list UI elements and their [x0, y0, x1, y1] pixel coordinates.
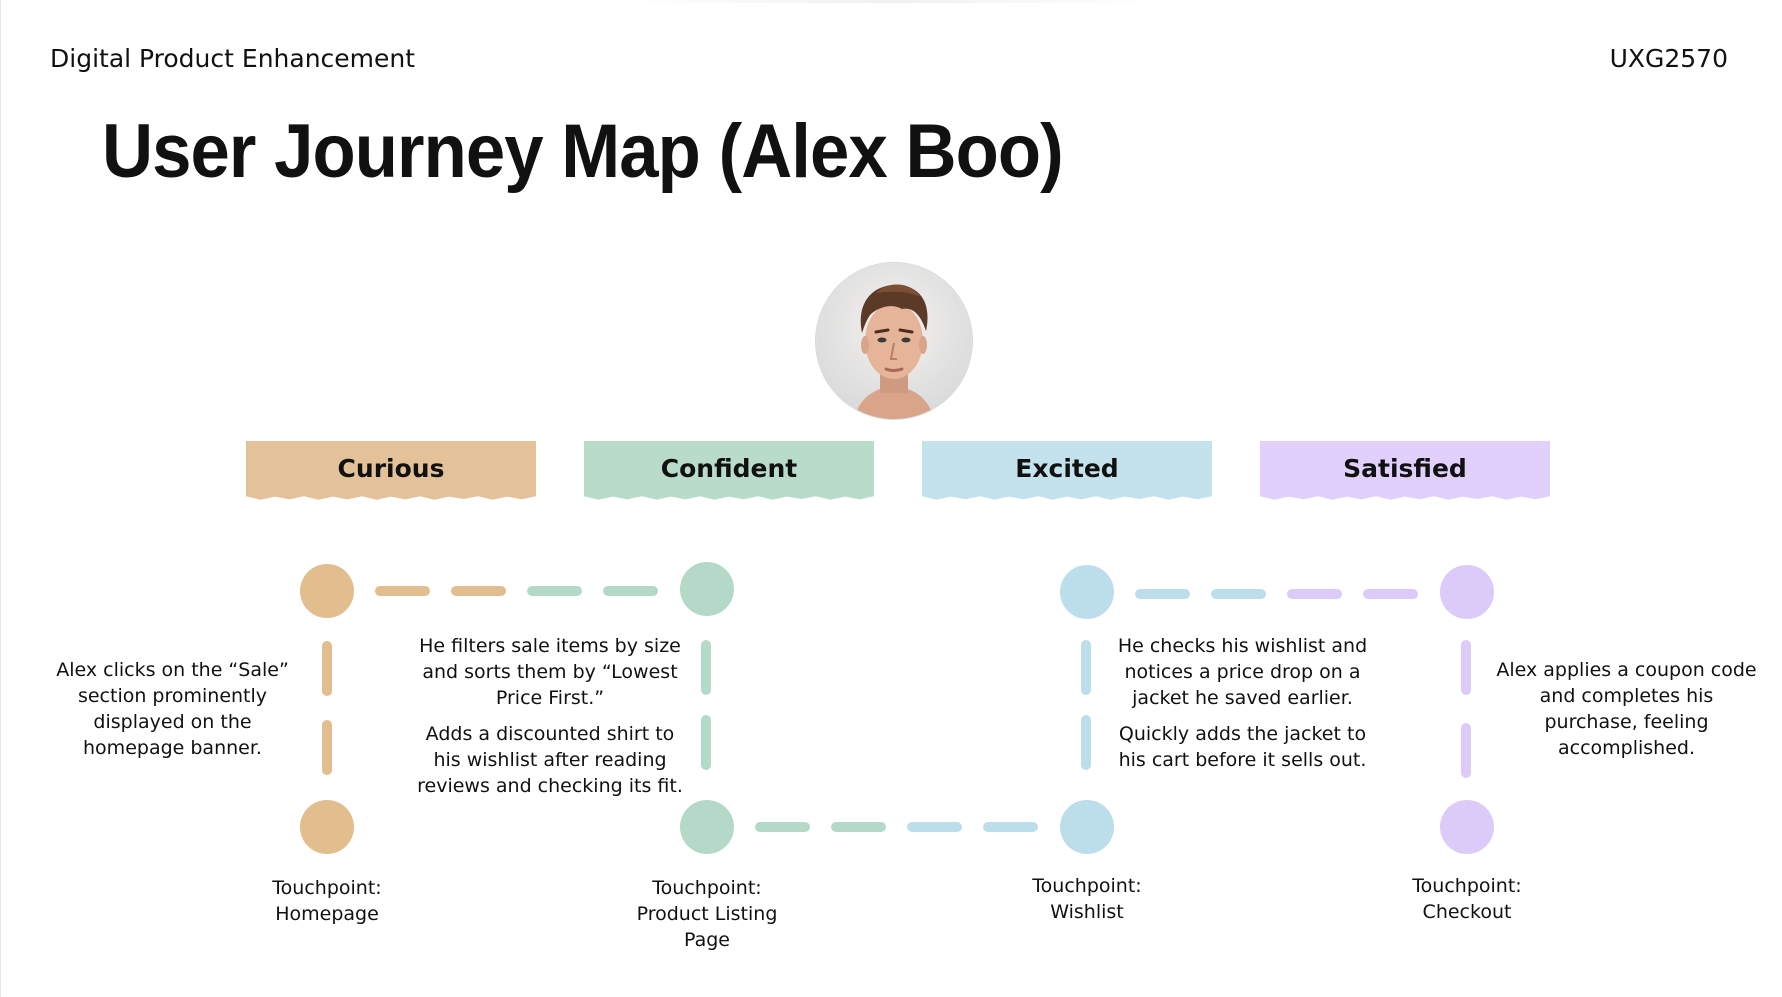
- touchpoint-line: Touchpoint:: [1412, 875, 1522, 897]
- journey-node-excited-top: [1060, 565, 1114, 619]
- journey-node-curious-bottom: [300, 800, 354, 854]
- course-name: Digital Product Enhancement: [50, 44, 416, 73]
- description-text: Alex applies a coupon code and completes…: [1496, 659, 1757, 759]
- touchpoint-homepage: Touchpoint: Homepage: [227, 875, 427, 927]
- touchpoint-line: Checkout: [1422, 901, 1512, 923]
- description-text: Quickly adds the jacket to his cart befo…: [1118, 723, 1367, 771]
- course-code: UXG2570: [1609, 44, 1728, 73]
- touchpoint-line: Product Listing: [636, 903, 778, 925]
- stage-description-confident: He filters sale items by size and sorts …: [415, 633, 685, 799]
- journey-node-satisfied-bottom: [1440, 800, 1494, 854]
- description-text: Adds a discounted shirt to his wishlist …: [417, 723, 683, 797]
- touchpoint-line: Wishlist: [1050, 901, 1124, 923]
- portrait-drawing: [854, 284, 934, 419]
- stage-description-excited: He checks his wishlist and notices a pri…: [1110, 633, 1375, 773]
- emotion-label-excited: Excited: [922, 441, 1212, 496]
- journey-node-confident-bottom: [680, 800, 734, 854]
- touchpoint-line: Touchpoint:: [652, 877, 762, 899]
- emotion-label-satisfied: Satisfied: [1260, 441, 1550, 496]
- journey-node-satisfied-top: [1440, 565, 1494, 619]
- stage-description-curious: Alex clicks on the “Sale” section promin…: [40, 657, 305, 761]
- touchpoint-line: Homepage: [275, 903, 379, 925]
- emotion-label-confident: Confident: [584, 441, 874, 496]
- user-portrait-icon: [816, 263, 972, 419]
- top-shadow: [620, 0, 1160, 3]
- journey-node-excited-bottom: [1060, 800, 1114, 854]
- emotion-label-curious: Curious: [246, 441, 536, 496]
- touchpoint-line: Touchpoint:: [1032, 875, 1142, 897]
- journey-node-confident-top: [680, 562, 734, 616]
- description-text: He checks his wishlist and notices a pri…: [1117, 635, 1368, 709]
- touchpoint-line: Touchpoint:: [272, 877, 382, 899]
- journey-node-curious-top: [300, 564, 354, 618]
- left-edge-divider: [0, 0, 1, 997]
- stage-description-satisfied: Alex applies a coupon code and completes…: [1494, 657, 1759, 761]
- touchpoint-product-listing: Touchpoint: Product Listing Page: [607, 875, 807, 953]
- description-text: Alex clicks on the “Sale” section promin…: [56, 659, 289, 759]
- touchpoint-line: Page: [684, 929, 730, 951]
- touchpoint-wishlist: Touchpoint: Wishlist: [987, 873, 1187, 925]
- touchpoint-checkout: Touchpoint: Checkout: [1367, 873, 1567, 925]
- page-title: User Journey Map (Alex Boo): [102, 109, 1064, 194]
- description-text: He filters sale items by size and sorts …: [419, 635, 681, 709]
